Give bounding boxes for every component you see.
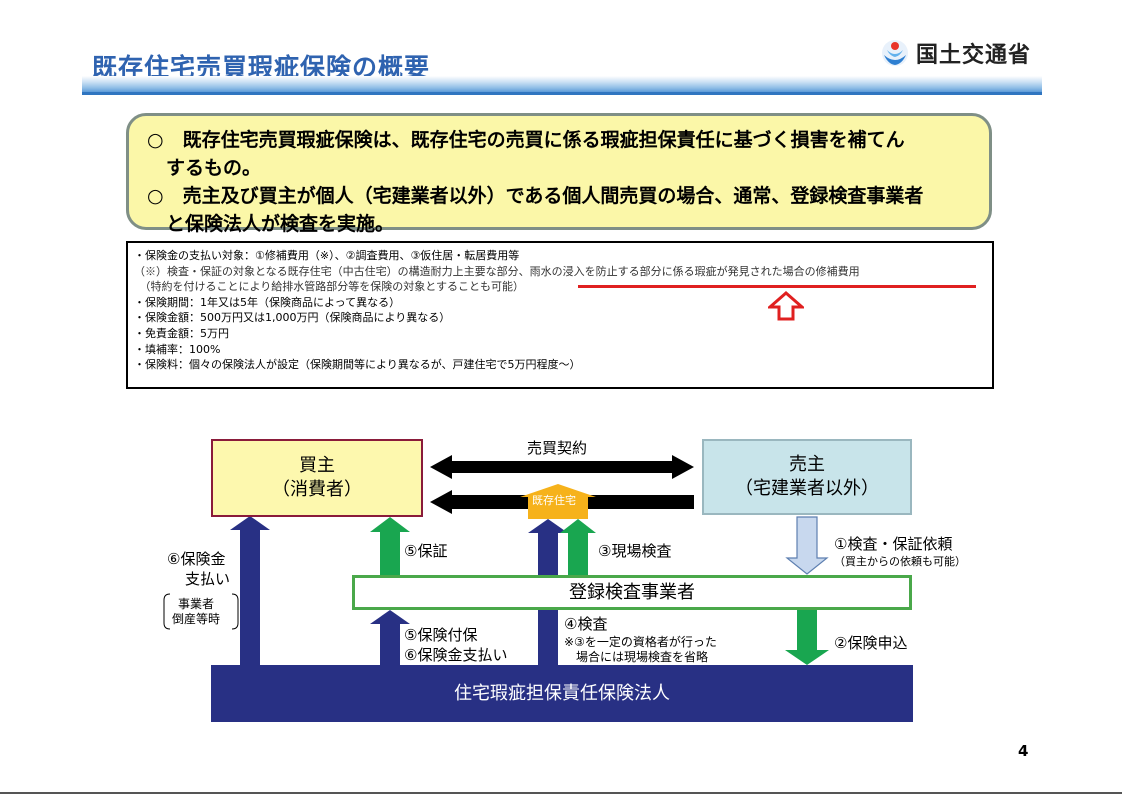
- summary-line: と保険法人が検査を実施。: [147, 213, 395, 235]
- bankruptcy-label-line1: 事業者: [178, 597, 215, 611]
- detail-payment-target: ・保険金の支払い対象：①修補費用（※）、②調査費用、③仮住居・転居費用等: [134, 249, 520, 262]
- detail-note-part1: （※）検査・保証の対象となる既存住宅（中古住宅）の構造耐力上主要な部分、: [134, 264, 530, 278]
- summary-line: ○ 既存住宅売買瑕疵保険は、既存住宅の売買に係る瑕疵担保責任に基づく損害を補てん: [147, 129, 905, 151]
- up-arrow-icon: [768, 291, 804, 321]
- warranty-arrow: [370, 517, 410, 575]
- ministry-logo-icon: [882, 40, 908, 66]
- inspection-label: ④検査: [564, 615, 608, 633]
- grant-label-line1: ⑤保険付保: [404, 626, 478, 644]
- ministry-name: 国土交通省: [916, 43, 1032, 68]
- summary-line: するもの。: [147, 157, 262, 179]
- seller-box: 売主 （宅建業者以外）: [702, 439, 912, 515]
- site-inspection-arrow: [560, 519, 596, 575]
- buyer-box: 買主 （消費者）: [211, 439, 423, 517]
- payout-label-line1: ⑥保険金: [167, 550, 226, 568]
- request-label: ①検査・保証依頼: [834, 535, 953, 553]
- payout-arrow: [230, 516, 270, 665]
- seller-subtitle: （宅建業者以外）: [735, 478, 879, 499]
- highlight-underline: [578, 285, 976, 288]
- house-label: 既存住宅: [532, 494, 576, 507]
- inspector-box: 登録検査事業者: [352, 575, 912, 610]
- apply-label: ②保険申込: [834, 634, 908, 652]
- detail-note-highlight: 雨水の浸入を防止する部分に係る瑕疵が発見された場合の修補費用: [529, 264, 860, 278]
- detail-premium: ・保険料：個々の保険法人が設定（保険期間等により異なるが、戸建住宅で5万円程度～…: [134, 358, 581, 372]
- summary-line: ○ 売主及び買主が個人（宅建業者以外）である個人間売買の場合、通常、登録検査事業…: [147, 185, 924, 207]
- insurer-box: 住宅瑕疵担保責任保険法人: [211, 665, 913, 722]
- bankruptcy-label-line2: 倒産等時: [172, 612, 221, 626]
- detail-rider-note: （特約を付けることにより給排水管路部分等を保険の対象とすることも可能）: [134, 280, 524, 294]
- title-underline: [82, 92, 1042, 95]
- contract-arrow: [430, 455, 694, 479]
- details-box: ・保険金の支払い対象：①修補費用（※）、②調査費用、③仮住居・転居費用等 （※）…: [126, 241, 994, 389]
- footer-line: [0, 792, 1122, 794]
- detail-amount: ・保険金額：500万円又は1,000万円（保険商品により異なる）: [134, 311, 451, 325]
- inspection-note-line1: ※③を一定の資格者が行った: [564, 635, 717, 649]
- contract-label: 売買契約: [527, 439, 588, 457]
- bankruptcy-bracket: [163, 593, 239, 630]
- ministry-logo: 国土交通省: [880, 36, 1031, 70]
- insurer-label: 住宅瑕疵担保責任保険法人: [454, 682, 670, 704]
- apply-arrow: [785, 610, 829, 665]
- grant-label-line2: ⑥保険金支払い: [404, 646, 508, 664]
- request-note: （買主からの依頼も可能）: [834, 555, 966, 568]
- inspector-label: 登録検査事業者: [569, 581, 695, 603]
- detail-note: （※）検査・保証の対象となる既存住宅（中古住宅）の構造耐力上主要な部分、雨水の浸…: [134, 264, 986, 280]
- site-inspection-label: ③現場検査: [598, 542, 672, 560]
- page-number: 4: [1018, 742, 1029, 760]
- payout-label-line2: 支払い: [185, 570, 231, 588]
- detail-coverage-rate: ・填補率：100%: [134, 342, 221, 356]
- buyer-subtitle: （消費者）: [272, 479, 362, 500]
- detail-period: ・保険期間：1年又は5年（保険商品によって異なる）: [134, 295, 401, 309]
- house-icon: [520, 484, 596, 519]
- seller-title: 売主: [789, 454, 825, 475]
- inspection-note-line2: 場合には現場検査を省略: [564, 650, 709, 664]
- warranty-label: ⑤保証: [404, 542, 448, 560]
- buyer-title: 買主: [299, 455, 335, 476]
- title-gradient-bar: [82, 76, 1042, 92]
- request-arrow: [785, 516, 829, 575]
- grant-arrow: [370, 610, 410, 665]
- detail-deductible: ・免責金額：5万円: [134, 326, 229, 340]
- summary-box: ○ 既存住宅売買瑕疵保険は、既存住宅の売買に係る瑕疵担保責任に基づく損害を補てん…: [126, 113, 992, 235]
